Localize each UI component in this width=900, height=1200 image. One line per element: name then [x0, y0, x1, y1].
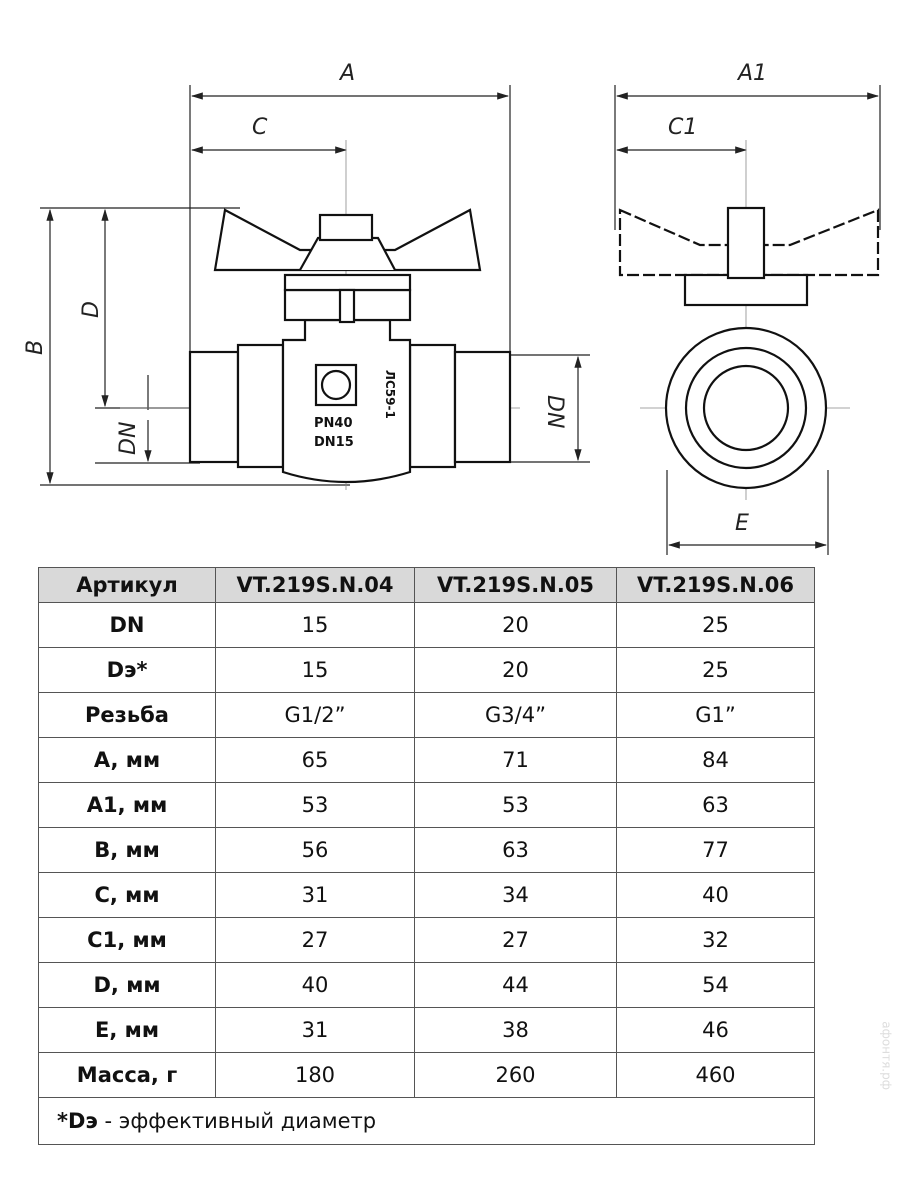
valve-drawing: A C B D DN DN A1 C1 E PN40 DN15 ЛС59-1: [23, 61, 881, 555]
table-cell: 63: [616, 782, 815, 828]
table-cell: G3/4”: [414, 692, 617, 738]
table-cell: 54: [616, 962, 815, 1008]
table-cell: 20: [414, 647, 617, 693]
header-model: VT.219S.N.05: [414, 567, 617, 603]
footnote-text: - эффективный диаметр: [97, 1109, 377, 1133]
table-cell: 71: [414, 737, 617, 783]
row-label: A1, мм: [38, 782, 216, 828]
dim-label-dn-left: DN: [116, 422, 141, 455]
watermark: афонтя.рф: [880, 1021, 894, 1090]
footnote-mark: *Dэ: [57, 1109, 98, 1133]
table-cell: 40: [616, 872, 815, 918]
table-cell: 34: [414, 872, 617, 918]
dim-label-e: E: [735, 511, 749, 536]
table-cell: 40: [215, 962, 415, 1008]
footnote-row: *Dэ - эффективный диаметр: [38, 1097, 815, 1145]
table-cell: 27: [414, 917, 617, 963]
table-cell: 32: [616, 917, 815, 963]
table-cell: 53: [215, 782, 415, 828]
table-cell: 260: [414, 1052, 617, 1098]
table-cell: 65: [215, 737, 415, 783]
dim-label-dn-right: DN: [542, 395, 567, 428]
dim-label-b: B: [23, 340, 48, 355]
dimension-lines: [40, 85, 881, 555]
row-label: DN: [38, 602, 216, 648]
table-cell: 63: [414, 827, 617, 873]
row-label: E, мм: [38, 1007, 216, 1053]
table-cell: 20: [414, 602, 617, 648]
table-cell: 180: [215, 1052, 415, 1098]
row-label: Dэ*: [38, 647, 216, 693]
table-cell: 84: [616, 737, 815, 783]
material-mark: ЛС59-1: [383, 370, 397, 419]
dim-label-a1: A1: [736, 61, 767, 86]
dim-label-c1: C1: [668, 115, 697, 140]
table-cell: 31: [215, 1007, 415, 1053]
row-label: C, мм: [38, 872, 216, 918]
row-label: A, мм: [38, 737, 216, 783]
table-cell: 56: [215, 827, 415, 873]
header-model: VT.219S.N.06: [616, 567, 815, 603]
row-label: Масса, г: [38, 1052, 216, 1098]
table-cell: 53: [414, 782, 617, 828]
table-cell: G1”: [616, 692, 815, 738]
table-cell: 460: [616, 1052, 815, 1098]
table-cell: 27: [215, 917, 415, 963]
table-cell: 38: [414, 1007, 617, 1053]
table-cell: 77: [616, 827, 815, 873]
dn-mark: DN15: [314, 435, 354, 450]
header-model: VT.219S.N.04: [215, 567, 415, 603]
valve-front-view: [188, 208, 512, 484]
pn-mark: PN40: [314, 416, 353, 431]
table-cell: G1/2”: [215, 692, 415, 738]
table-cell: 31: [215, 872, 415, 918]
table-cell: 15: [215, 602, 415, 648]
table-cell: 25: [616, 602, 815, 648]
row-label: D, мм: [38, 962, 216, 1008]
header-article: Артикул: [38, 567, 216, 603]
dim-label-c: C: [252, 115, 268, 140]
dim-label-a: A: [338, 61, 355, 86]
row-label: C1, мм: [38, 917, 216, 963]
row-label: B, мм: [38, 827, 216, 873]
table-cell: 44: [414, 962, 617, 1008]
table-cell: 25: [616, 647, 815, 693]
table-cell: 46: [616, 1007, 815, 1053]
spec-table: Артикул VT.219S.N.04 VT.219S.N.05 VT.219…: [38, 567, 815, 1145]
dim-label-d: D: [79, 301, 104, 318]
row-label: Резьба: [38, 692, 216, 738]
footnote: *Dэ - эффективный диаметр: [38, 1097, 815, 1145]
valve-side-view: [618, 206, 880, 490]
table-header-row: Артикул VT.219S.N.04 VT.219S.N.05 VT.219…: [38, 567, 815, 603]
table-cell: 15: [215, 647, 415, 693]
